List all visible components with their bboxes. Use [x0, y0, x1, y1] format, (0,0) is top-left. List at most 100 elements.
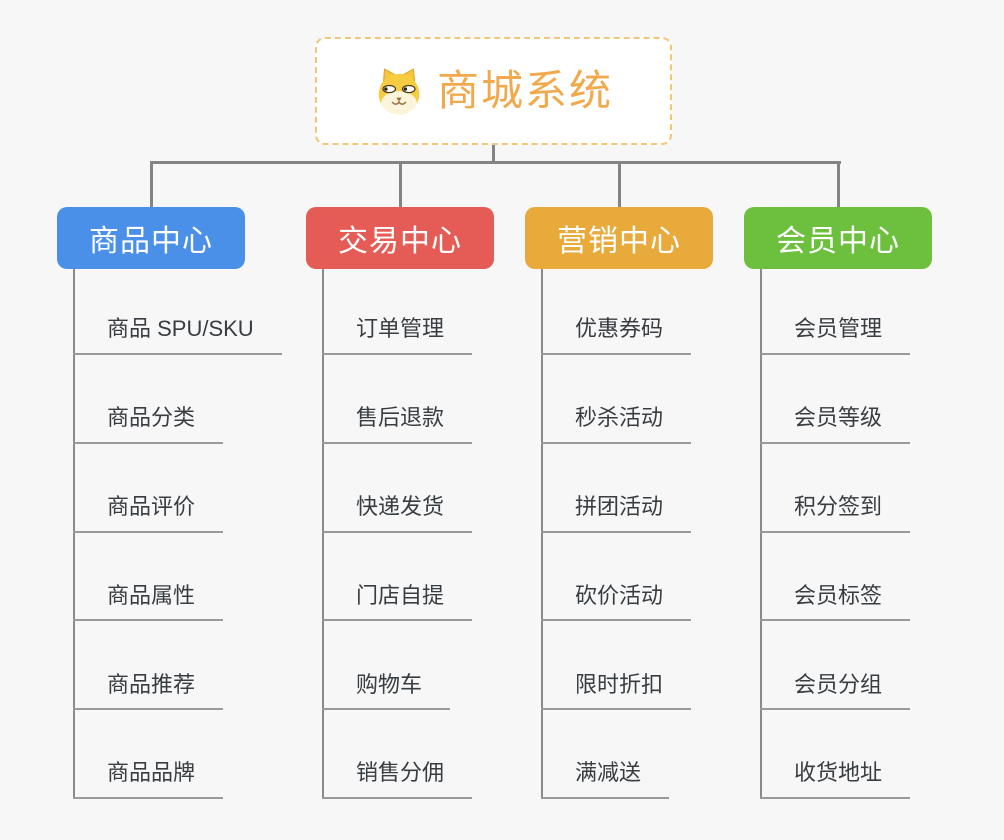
leaf-node[interactable]: 满减送: [541, 759, 670, 799]
leaf-row: 秒杀活动: [525, 355, 785, 444]
leaf-node[interactable]: 门店自提: [322, 582, 473, 622]
leaf-label: 快递发货: [356, 494, 445, 519]
leaf-label: 销售分佣: [356, 760, 445, 786]
leaf-label: 积分签到: [794, 494, 883, 519]
branch-leaves: 商品 SPU/SKU 商品分类 商品评价 商品属性 商品推荐 商品品牌: [57, 269, 317, 799]
leaf-label: 购物车: [356, 671, 423, 697]
leaf-node[interactable]: 会员标签: [760, 582, 911, 622]
leaf-label: 秒杀活动: [575, 405, 664, 431]
branch-1: 商品中心 商品 SPU/SKU 商品分类 商品评价 商品属性 商品推荐 商品品牌: [57, 161, 282, 799]
leaf-node[interactable]: 砍价活动: [541, 582, 692, 622]
leaf-node[interactable]: 商品 SPU/SKU: [73, 315, 282, 355]
leaf-label: 商品品牌: [107, 760, 196, 786]
leaf-node[interactable]: 销售分佣: [322, 759, 473, 799]
leaf-node[interactable]: 订单管理: [322, 315, 473, 355]
leaf-label: 商品评价: [107, 494, 196, 519]
leaf-row: 商品评价: [57, 444, 317, 533]
leaf-row: 会员标签: [744, 533, 1004, 622]
branch-label: 交易中心: [338, 225, 462, 258]
branch-4: 会员中心 会员管理 会员等级 积分签到 会员标签 会员分组 收货地址: [744, 161, 932, 799]
leaf-node[interactable]: 秒杀活动: [541, 404, 692, 444]
branch-2: 交易中心 订单管理 售后退款 快递发货 门店自提 购物车 销售分佣: [306, 161, 494, 799]
leaf-row: 快递发货: [306, 444, 566, 533]
leaf-label: 优惠券码: [575, 316, 664, 342]
leaf-label: 商品 SPU/SKU: [107, 316, 254, 342]
leaf-node[interactable]: 商品分类: [73, 404, 224, 444]
connector-spine: [73, 269, 75, 799]
leaf-node[interactable]: 限时折扣: [541, 671, 692, 711]
root-title: 商城系统: [436, 67, 613, 114]
branch-leaves: 优惠券码 秒杀活动 拼团活动 砍价活动 限时折扣 满减送: [525, 269, 785, 799]
leaf-node[interactable]: 快递发货: [322, 493, 473, 533]
leaf-node[interactable]: 购物车: [322, 671, 451, 711]
branch-header[interactable]: 交易中心: [306, 161, 494, 269]
leaf-label: 满减送: [575, 760, 642, 786]
leaf-label: 订单管理: [356, 316, 445, 342]
branch-label: 营销中心: [557, 225, 681, 258]
connector-drop: [618, 161, 621, 207]
leaf-row: 商品推荐: [57, 621, 317, 711]
leaf-label: 会员标签: [794, 582, 883, 608]
leaf-row: 拼团活动: [525, 444, 785, 533]
connector-drop: [399, 161, 402, 207]
leaf-node[interactable]: 会员等级: [760, 404, 911, 444]
branch-label: 会员中心: [776, 225, 900, 258]
leaf-row: 收货地址: [744, 710, 1004, 799]
leaf-label: 售后退款: [356, 405, 445, 431]
leaf-node[interactable]: 拼团活动: [541, 493, 692, 533]
leaf-node[interactable]: 售后退款: [322, 404, 473, 444]
branch-header[interactable]: 营销中心: [525, 161, 713, 269]
branch-header[interactable]: 会员中心: [744, 161, 932, 269]
leaf-label: 拼团活动: [575, 494, 664, 519]
leaf-node[interactable]: 会员分组: [760, 671, 911, 711]
leaf-label: 收货地址: [794, 760, 883, 786]
leaf-row: 会员管理: [744, 269, 1004, 355]
branch-leaves: 会员管理 会员等级 积分签到 会员标签 会员分组 收货地址: [744, 269, 1004, 799]
connector-drop: [837, 161, 840, 207]
leaf-row: 满减送: [525, 710, 785, 799]
leaf-label: 限时折扣: [575, 671, 664, 697]
connector-spine: [760, 269, 762, 799]
leaf-node[interactable]: 积分签到: [760, 493, 911, 533]
leaf-row: 商品分类: [57, 355, 317, 444]
leaf-node[interactable]: 会员管理: [760, 315, 911, 355]
branch-header[interactable]: 商品中心: [57, 161, 245, 269]
leaf-row: 积分签到: [744, 444, 1004, 533]
leaf-label: 会员等级: [794, 405, 883, 431]
connector-spine: [541, 269, 543, 799]
leaf-label: 商品分类: [107, 405, 196, 431]
leaf-node[interactable]: 商品评价: [73, 493, 224, 533]
leaf-node[interactable]: 收货地址: [760, 759, 911, 799]
connector-drop: [150, 161, 153, 207]
branch-3: 营销中心 优惠券码 秒杀活动 拼团活动 砍价活动 限时折扣 满减送: [525, 161, 713, 799]
leaf-row: 门店自提: [306, 533, 566, 622]
leaf-row: 商品品牌: [57, 710, 317, 799]
leaf-row: 会员分组: [744, 621, 1004, 711]
leaf-row: 砍价活动: [525, 533, 785, 622]
leaf-row: 优惠券码: [525, 269, 785, 355]
leaf-node[interactable]: 优惠券码: [541, 315, 692, 355]
leaf-node[interactable]: 商品推荐: [73, 671, 224, 711]
leaf-row: 订单管理: [306, 269, 566, 355]
leaf-row: 会员等级: [744, 355, 1004, 444]
connector-root-stem: [492, 145, 495, 163]
leaf-row: 商品 SPU/SKU: [57, 269, 317, 355]
connector-spine: [322, 269, 324, 799]
leaf-node[interactable]: 商品品牌: [73, 759, 224, 799]
leaf-row: 售后退款: [306, 355, 566, 444]
leaf-row: 限时折扣: [525, 621, 785, 711]
leaf-row: 购物车: [306, 621, 566, 711]
leaf-label: 商品推荐: [107, 671, 196, 697]
connector-bus: [150, 161, 841, 164]
leaf-node[interactable]: 商品属性: [73, 582, 224, 622]
leaf-label: 会员分组: [794, 671, 883, 697]
branch-label: 商品中心: [89, 225, 213, 258]
leaf-label: 商品属性: [107, 582, 196, 608]
leaf-row: 商品属性: [57, 533, 317, 622]
root-node[interactable]: 商城系统: [315, 37, 672, 145]
branch-leaves: 订单管理 售后退款 快递发货 门店自提 购物车 销售分佣: [306, 269, 566, 799]
leaf-row: 销售分佣: [306, 710, 566, 799]
leaf-label: 砍价活动: [575, 582, 664, 608]
doge-icon: [374, 66, 424, 116]
